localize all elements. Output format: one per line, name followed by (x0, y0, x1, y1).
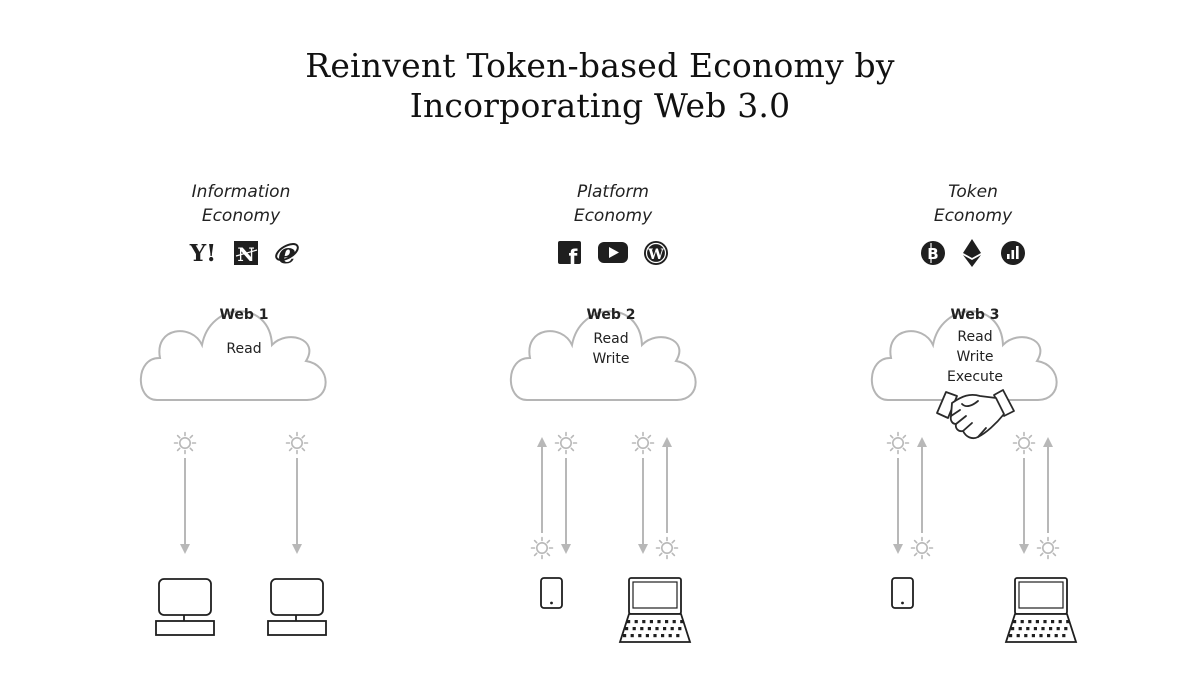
svg-text:f: f (569, 245, 578, 269)
smartphone-icon (540, 577, 563, 609)
capability-write: Write (592, 351, 630, 367)
web-label: Web 1 (219, 307, 269, 323)
economy-label-information: Information Economy (191, 182, 291, 226)
desktop-computer-icon (155, 578, 215, 636)
capability-read: Read (593, 331, 629, 347)
handshake-icon (936, 389, 1015, 440)
youtube-icon (598, 242, 628, 263)
internet-explorer-icon: e (275, 237, 299, 270)
svg-text:B: B (927, 245, 938, 263)
svg-text:W: W (647, 247, 664, 263)
capability-write: Write (956, 349, 994, 365)
capability-execute: Execute (947, 369, 1003, 385)
svg-text:Y!: Y! (189, 240, 217, 267)
capability-read: Read (957, 329, 993, 345)
svg-text:N: N (237, 244, 254, 266)
web-label: Web 2 (586, 307, 636, 323)
title-line-2: Incorporating Web 3.0 (409, 86, 791, 125)
arrows-web-1 (173, 431, 309, 554)
laptop-icon (1004, 577, 1078, 643)
bitcoin-icon: B (921, 241, 945, 265)
title-line-1: Reinvent Token-based Economy by (305, 46, 895, 85)
desktop-computer-icon (267, 578, 327, 636)
arrows-web-2 (530, 431, 679, 560)
cloud-label-web-3: Web 3 Read Write Execute (895, 305, 1055, 387)
diagram-title: Reinvent Token-based Economy by Incorpor… (0, 46, 1200, 126)
facebook-icon: f (558, 241, 581, 269)
wordpress-icon: W (644, 241, 668, 265)
economy-label-token: Token Economy (933, 182, 1013, 226)
arrows-web-3 (886, 431, 1060, 560)
svg-text:e: e (278, 237, 296, 270)
laptop-icon (618, 577, 692, 643)
chart-coin-icon (1001, 241, 1025, 265)
web-label: Web 3 (950, 307, 1000, 323)
cloud-label-web-1: Web 1 Read (164, 305, 324, 359)
cloud-label-web-2: Web 2 Read Write (531, 305, 691, 369)
smartphone-icon (891, 577, 914, 609)
netscape-icon: N (234, 241, 258, 266)
economy-label-platform: Platform Economy (573, 182, 653, 226)
capability-read: Read (226, 341, 262, 357)
ethereum-icon (963, 239, 981, 267)
yahoo-icon: Y! (189, 240, 217, 267)
